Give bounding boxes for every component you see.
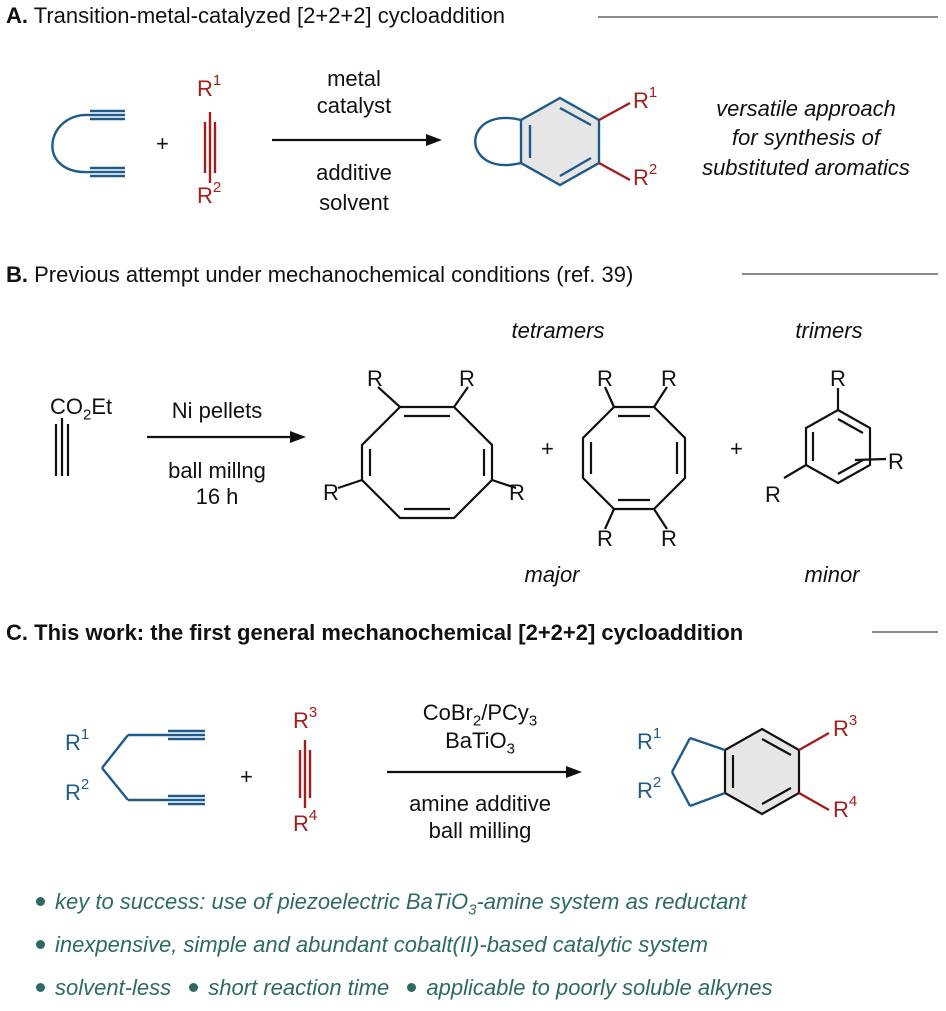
bullet-dot-icon <box>36 896 45 906</box>
arrow-a <box>272 134 442 146</box>
cond-b-bottom2: 16 h <box>195 484 239 509</box>
cond-c-top2: BaTiO3 <box>445 728 515 758</box>
bullet-2: inexpensive, simple and abundant cobalt(… <box>36 932 708 958</box>
section-c-title: C. This work: the first general mechanoc… <box>6 620 743 646</box>
trimer <box>783 388 887 485</box>
label-trimers: trimers <box>795 318 863 343</box>
cond-c-bottom1: amine additive <box>409 791 551 816</box>
label-minor: minor <box>804 562 860 587</box>
r1-label-c: R1 <box>65 726 90 755</box>
bullet-3: solvent-less short reaction time applica… <box>36 975 772 1001</box>
r4-label-c-product: R4 <box>833 793 858 822</box>
section-a-rule <box>598 16 938 18</box>
r-t1-a: R <box>367 366 383 391</box>
cond-c-top1: CoBr2/PCy3 <box>422 700 538 730</box>
note-a-line3: substituted aromatics <box>702 155 910 180</box>
r2-label-c-product: R2 <box>637 774 662 803</box>
bullet-dot-icon <box>407 982 417 992</box>
cond-b-top: Ni pellets <box>171 398 263 423</box>
r-tr-b: R <box>765 482 781 507</box>
r-t1-d: R <box>509 480 525 505</box>
cond-c-bottom2: ball milling <box>428 818 532 843</box>
propiolate-b <box>54 418 70 476</box>
cond-a-top2: catalyst <box>316 93 392 118</box>
r2-label-a-product: R2 <box>633 161 658 190</box>
r-t2-a: R <box>597 366 613 391</box>
r2-label-a: R2 <box>197 179 222 208</box>
arrow-b <box>147 431 306 443</box>
r3-label-c: R3 <box>293 704 318 733</box>
r-t1-c: R <box>323 480 339 505</box>
r4-label-c: R4 <box>293 807 318 836</box>
section-b-rule <box>742 273 938 275</box>
alkyne-a <box>203 112 217 183</box>
section-c-title-text: This work: the first general mechanochem… <box>34 620 744 645</box>
cond-a-bottom2: solvent <box>319 190 389 215</box>
tetramer-2 <box>581 386 687 530</box>
r1-label-a: R1 <box>197 72 222 101</box>
r1-label-a-product: R1 <box>633 84 658 113</box>
r-t1-b: R <box>459 366 475 391</box>
product-a <box>474 96 631 187</box>
bullet-1: key to success: use of piezoelectric BaT… <box>36 889 747 918</box>
label-major: major <box>524 562 580 587</box>
r-t2-c: R <box>597 526 613 551</box>
diyne-c <box>101 729 205 806</box>
section-a-title-text: Transition-metal-catalyzed [2+2+2] cyclo… <box>33 3 505 28</box>
r-t2-d: R <box>661 526 677 551</box>
plus-b-1: + <box>541 436 554 461</box>
arrow-c <box>387 766 582 778</box>
section-a-title: A. Transition-metal-catalyzed [2+2+2] cy… <box>6 3 505 29</box>
alkyne-c <box>298 740 312 808</box>
plus-b-2: + <box>730 436 743 461</box>
bullet-dot-icon <box>189 982 199 992</box>
r-tr-c: R <box>888 449 904 474</box>
section-c-letter: C. <box>6 620 28 645</box>
cond-b-bottom1: ball millng <box>168 458 266 483</box>
propiolate-label: CO2Et <box>50 394 113 424</box>
cond-a-bottom1: additive <box>316 160 392 185</box>
r2-label-c: R2 <box>65 776 90 805</box>
label-tetramers: tetramers <box>511 318 605 343</box>
note-a-line1: versatile approach <box>716 96 896 121</box>
r-tr-a: R <box>830 366 846 391</box>
bullet-dot-icon <box>36 982 45 992</box>
section-b-letter: B. <box>6 262 28 287</box>
r3-label-c-product: R3 <box>833 712 858 741</box>
plus-a: + <box>156 131 169 156</box>
section-a-letter: A. <box>6 3 28 28</box>
tetramer-1 <box>337 386 517 520</box>
note-a-line2: for synthesis of <box>732 125 880 150</box>
bullet-dot-icon <box>36 939 45 949</box>
plus-c: + <box>240 764 253 789</box>
r-t2-b: R <box>661 366 677 391</box>
section-b-title-text: Previous attempt under mechanochemical c… <box>34 262 634 287</box>
diyne-a <box>51 109 125 178</box>
cond-a-top1: metal <box>327 66 381 91</box>
product-c <box>670 727 830 816</box>
section-b-title: B. Previous attempt under mechanochemica… <box>6 262 633 288</box>
section-c-rule <box>872 631 938 633</box>
r1-label-c-product: R1 <box>637 725 662 754</box>
